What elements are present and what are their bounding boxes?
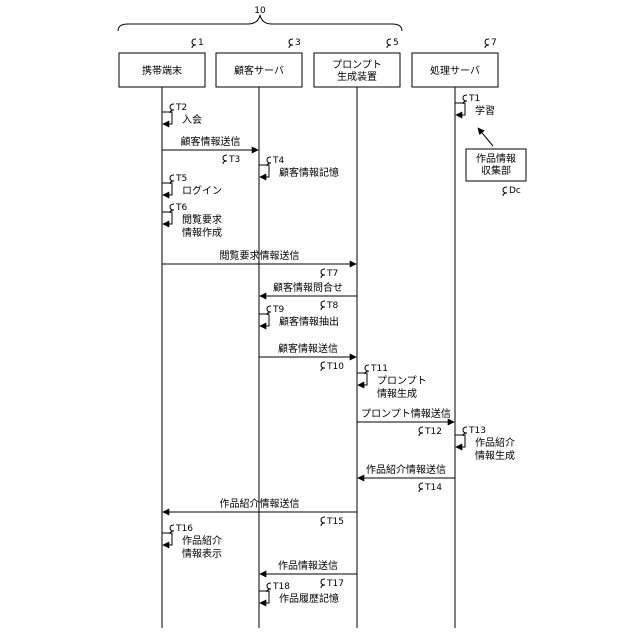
message-label-t14: 作品紹介情報送信 bbox=[366, 463, 446, 476]
actor-ref-processor: 7 bbox=[491, 38, 497, 48]
message-hook-t12 bbox=[419, 427, 423, 436]
collector-ref-hook bbox=[503, 187, 507, 196]
step-tag-t6: T6 bbox=[175, 203, 187, 213]
message-tag-t7: T7 bbox=[326, 269, 338, 279]
step-tag-t18: T18 bbox=[272, 582, 290, 592]
actor-label-processor: 処理サーバ bbox=[430, 64, 480, 77]
message-label-t7: 閲覧要求情報送信 bbox=[220, 249, 300, 262]
group-brace bbox=[118, 15, 402, 31]
self-call-t16 bbox=[162, 533, 172, 545]
message-hook-t10 bbox=[321, 362, 325, 371]
self-call-t13 bbox=[455, 435, 465, 447]
message-hook-t8 bbox=[321, 301, 325, 310]
message-label-t15: 作品紹介情報送信 bbox=[220, 497, 300, 510]
message-hook-t17 bbox=[321, 579, 325, 588]
actor-label-prompt: 生成装置 bbox=[337, 70, 377, 83]
step-label-t6: 情報作成 bbox=[182, 226, 222, 239]
step-label-t13: 情報生成 bbox=[475, 449, 515, 462]
message-label-t8: 顧客情報問合せ bbox=[273, 281, 343, 294]
step-tag-t5: T5 bbox=[175, 174, 187, 184]
collector-label: 収集部 bbox=[481, 164, 511, 177]
self-call-t6 bbox=[162, 212, 172, 224]
step-label-t9: 顧客情報抽出 bbox=[279, 315, 339, 328]
message-label-t17: 作品情報送信 bbox=[278, 559, 338, 572]
message-tag-t15: T15 bbox=[326, 517, 344, 527]
self-call-t9 bbox=[259, 314, 269, 326]
step-label-t6: 閲覧要求 bbox=[182, 214, 222, 226]
message-tag-t3: T3 bbox=[228, 155, 240, 165]
actor-ref-prompt: 5 bbox=[393, 38, 399, 48]
message-tag-t14: T14 bbox=[424, 483, 442, 493]
actor-ref-mobile: 1 bbox=[198, 38, 204, 48]
actor-label-prompt: プロンプト bbox=[332, 59, 382, 71]
step-label-t2: 入会 bbox=[182, 113, 202, 126]
step-label-t5: ログイン bbox=[182, 184, 222, 197]
collector-ref: Dc bbox=[509, 186, 521, 196]
message-hook-t3 bbox=[223, 155, 227, 164]
self-call-t11 bbox=[357, 373, 367, 385]
message-tag-t17: T17 bbox=[326, 579, 344, 589]
message-label-t3: 顧客情報送信 bbox=[181, 135, 241, 148]
message-tag-t10: T10 bbox=[326, 362, 344, 372]
message-hook-t14 bbox=[419, 483, 423, 492]
step-tag-t9: T9 bbox=[272, 305, 284, 315]
message-label-t10: 顧客情報送信 bbox=[278, 342, 338, 355]
self-call-t5 bbox=[162, 183, 172, 195]
actor-ref-hook-prompt bbox=[387, 39, 391, 48]
message-tag-t8: T8 bbox=[326, 301, 338, 311]
actor-ref-hook-mobile bbox=[192, 39, 196, 48]
step-label-t16: 作品紹介 bbox=[182, 534, 222, 547]
actor-ref-customer: 3 bbox=[295, 38, 301, 48]
step-label-t13: 作品紹介 bbox=[475, 436, 515, 449]
message-hook-t15 bbox=[321, 517, 325, 526]
actor-label-customer: 顧客サーバ bbox=[234, 64, 284, 77]
actor-ref-hook-customer bbox=[289, 39, 293, 48]
self-call-t4 bbox=[259, 165, 269, 177]
message-hook-t7 bbox=[321, 269, 325, 278]
step-label-t16: 情報表示 bbox=[182, 547, 222, 560]
collector-arrow bbox=[478, 128, 493, 146]
step-label-t18: 作品履歴記憶 bbox=[279, 592, 339, 605]
step-tag-t1: T1 bbox=[468, 94, 480, 104]
message-label-t12: プロンプト情報送信 bbox=[361, 407, 451, 420]
group-label: 10 bbox=[254, 6, 266, 16]
collector-label: 作品情報 bbox=[476, 152, 516, 165]
step-tag-t16: T16 bbox=[175, 524, 193, 534]
step-label-t4: 顧客情報記憶 bbox=[279, 166, 339, 179]
self-call-t18 bbox=[259, 591, 269, 603]
step-tag-t11: T11 bbox=[370, 364, 388, 374]
actor-ref-hook-processor bbox=[485, 39, 489, 48]
self-call-t1 bbox=[455, 103, 465, 115]
actor-label-mobile: 携帯端末 bbox=[142, 64, 182, 77]
step-tag-t13: T13 bbox=[468, 426, 486, 436]
self-call-t2 bbox=[162, 112, 172, 124]
step-tag-t4: T4 bbox=[272, 156, 284, 166]
step-label-t1: 学習 bbox=[475, 104, 495, 117]
step-tag-t2: T2 bbox=[175, 103, 187, 113]
step-label-t11: 情報生成 bbox=[377, 387, 417, 400]
message-tag-t12: T12 bbox=[424, 427, 442, 437]
step-label-t11: プロンプト bbox=[377, 375, 427, 387]
